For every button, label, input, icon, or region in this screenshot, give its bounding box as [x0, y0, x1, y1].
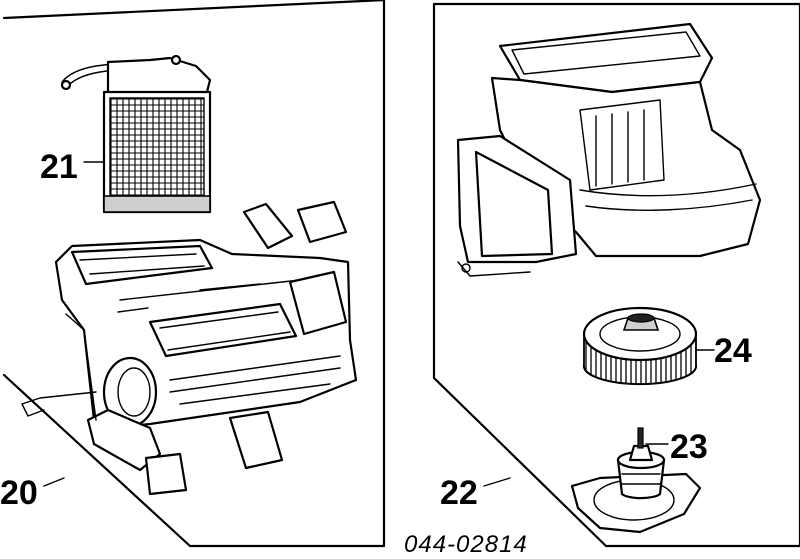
right-panel-frame: [432, 2, 800, 548]
blower-motor: [570, 427, 702, 534]
callout-23: 23: [670, 428, 708, 466]
blower-fan: [582, 306, 698, 386]
callout-20-leader: [43, 477, 65, 487]
heater-core: [60, 54, 212, 214]
callout-21: 21: [40, 148, 78, 186]
blower-case: [456, 22, 762, 277]
left-panel-frame: [2, 0, 386, 548]
callout-22-leader: [483, 477, 511, 487]
heater-unit-housing: [21, 200, 358, 496]
drawing-code: 044-02814: [404, 531, 528, 558]
callout-20: 20: [0, 474, 38, 512]
callout-22: 22: [440, 474, 478, 512]
callout-24: 24: [714, 332, 752, 370]
